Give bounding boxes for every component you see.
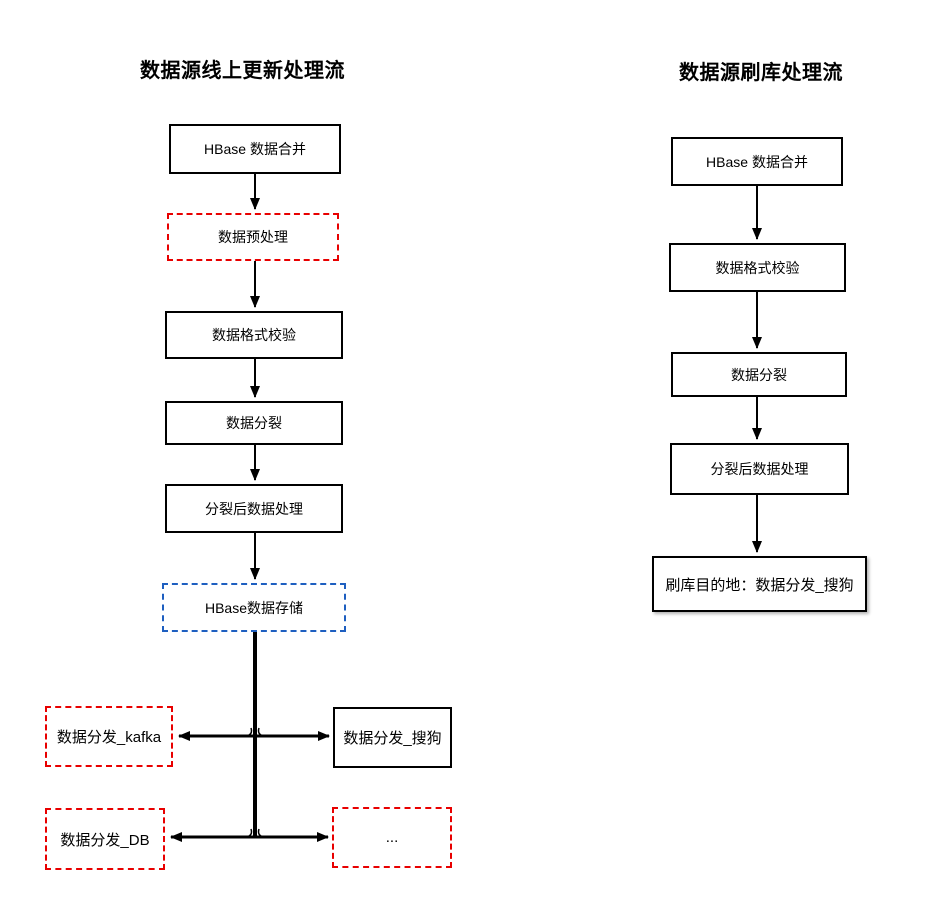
node-hbase-merge-right: HBase 数据合并 [671, 137, 843, 186]
node-data-preprocess: 数据预处理 [167, 213, 339, 261]
node-refresh-destination: 刷库目的地：数据分发_搜狗 [652, 556, 867, 612]
node-dispatch-kafka: 数据分发_kafka [45, 706, 173, 767]
node-hbase-merge-left: HBase 数据合并 [169, 124, 341, 174]
node-dispatch-sogou: 数据分发_搜狗 [333, 707, 452, 768]
right-flow-title: 数据源刷库处理流 [679, 62, 843, 84]
node-dispatch-more: ... [332, 807, 452, 868]
node-data-split-left: 数据分裂 [165, 401, 343, 445]
node-hbase-storage: HBase数据存储 [162, 583, 346, 632]
node-data-split-right: 数据分裂 [671, 352, 847, 397]
node-dispatch-db: 数据分发_DB [45, 808, 165, 870]
left-flow-title: 数据源线上更新处理流 [140, 60, 345, 82]
node-post-split-processing-right: 分裂后数据处理 [670, 443, 849, 495]
node-data-format-check-left: 数据格式校验 [165, 311, 343, 359]
node-post-split-processing-left: 分裂后数据处理 [165, 484, 343, 533]
node-data-format-check-right: 数据格式校验 [669, 243, 846, 292]
